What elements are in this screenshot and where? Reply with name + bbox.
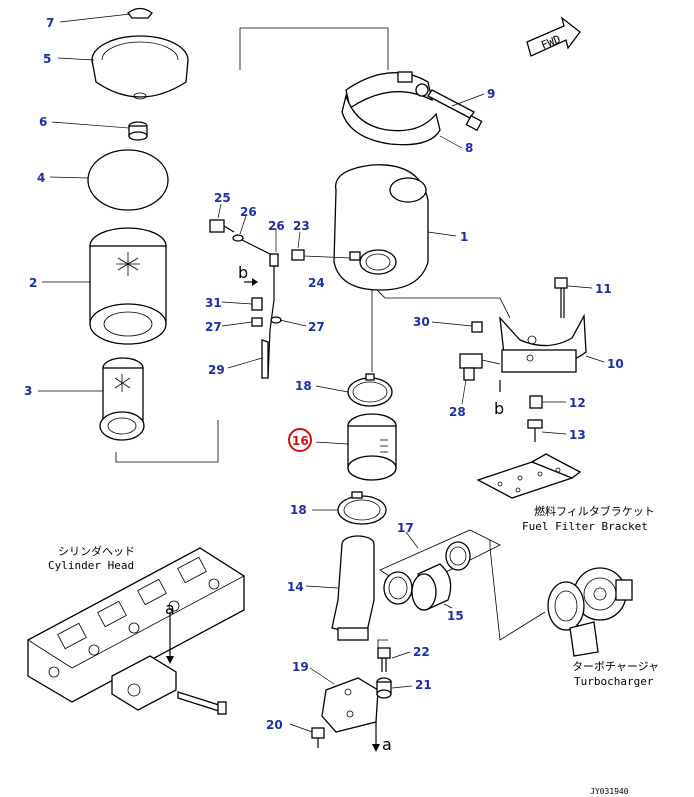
callout-20: 20 [266, 718, 283, 732]
arrow-a-bottom [372, 722, 380, 752]
part-4-ring [49, 149, 169, 211]
part-9-bolt [427, 89, 485, 132]
callout-13: 13 [569, 428, 586, 442]
callout-19: 19 [292, 660, 309, 674]
cylinder-head [27, 547, 245, 715]
callout-3: 3 [24, 384, 32, 398]
marker-b-right: b [494, 399, 504, 418]
svg-text:シリンダヘッド: シリンダヘッド [58, 544, 135, 558]
svg-text:Fuel Filter Bracket: Fuel Filter Bracket [522, 520, 648, 533]
callout-24: 24 [308, 276, 325, 290]
callout-16-highlighted: 16 [292, 434, 309, 448]
part-17-pipe-group [379, 529, 501, 611]
marker-b-left: b [238, 263, 248, 282]
callout-5: 5 [43, 52, 51, 66]
part-28-sensor [459, 353, 501, 405]
callout-8: 8 [465, 141, 473, 155]
part-22-bolt [377, 647, 411, 672]
callout-11: 11 [595, 282, 612, 296]
arrow-b-left [244, 278, 258, 286]
callout-29: 29 [208, 363, 225, 377]
turbocharger-label: ターボチャージャ Turbocharger [572, 660, 659, 688]
callout-10: 10 [607, 357, 624, 371]
callout-25: 25 [214, 191, 231, 205]
drawing-reference: JY031940 [590, 787, 629, 796]
sensor-fittings [209, 203, 351, 379]
callout-6: 6 [39, 115, 47, 129]
callout-18-top: 18 [295, 379, 312, 393]
callout-22: 22 [413, 645, 430, 659]
part-10-bracket [499, 313, 605, 373]
part-19-bracket [309, 667, 379, 733]
callout-9: 9 [487, 87, 495, 101]
part-5-cover [57, 35, 189, 100]
part-3-inner-element [38, 357, 145, 441]
callout-12: 12 [569, 396, 586, 410]
part-16-hose [288, 413, 397, 481]
callout-26: 26 [240, 205, 257, 219]
marker-a-bottom: a [382, 735, 392, 754]
part-12-13-fasteners [527, 395, 567, 442]
part-20-bolt [289, 723, 325, 748]
part-6-valve [51, 121, 148, 141]
callout-21: 21 [415, 678, 432, 692]
part-1-body [333, 164, 457, 291]
callout-4: 4 [37, 171, 45, 185]
callout-30: 30 [413, 315, 430, 329]
svg-text:燃料フィルタブラケット: 燃料フィルタブラケット [534, 504, 655, 518]
callout-31: 31 [205, 296, 222, 310]
part-18-clamp-bottom [312, 491, 387, 525]
part-2-outer-element [42, 227, 167, 345]
part-18-clamp-top [315, 373, 393, 407]
fuel-filter-bracket-plate [476, 453, 582, 499]
callout-numbers: 7 5 6 4 2 3 25 26 26 23 24 31 27 27 29 9… [24, 16, 624, 732]
callout-14: 14 [287, 580, 304, 594]
svg-text:Turbocharger: Turbocharger [574, 675, 654, 688]
callout-18-bottom: 18 [290, 503, 307, 517]
callout-7: 7 [46, 16, 54, 30]
part-21-collar [376, 677, 413, 699]
fwd-arrow: FWD [526, 16, 581, 57]
callout-23: 23 [293, 219, 310, 233]
callout-1: 1 [460, 230, 468, 244]
part-14-elbow [305, 535, 375, 641]
callout-28: 28 [449, 405, 466, 419]
part-7-cap [59, 7, 153, 23]
cylinder-head-label: シリンダヘッド Cylinder Head [48, 544, 135, 572]
turbocharger [547, 567, 633, 657]
part-8-band [341, 71, 463, 149]
part-11-bolt [554, 277, 593, 318]
part-30-plug [431, 321, 483, 333]
callout-17: 17 [397, 521, 414, 535]
callout-2: 2 [29, 276, 37, 290]
callout-15: 15 [447, 609, 464, 623]
callout-27-right: 27 [308, 320, 325, 334]
callout-26-second: 26 [268, 219, 285, 233]
marker-a-left: a [165, 599, 175, 618]
connector-lines [115, 27, 546, 648]
svg-text:ターボチャージャ: ターボチャージャ [572, 660, 659, 673]
fuel-filter-bracket-label: 燃料フィルタブラケット Fuel Filter Bracket [522, 504, 655, 533]
callout-27-left: 27 [205, 320, 222, 334]
svg-text:Cylinder Head: Cylinder Head [48, 559, 134, 572]
